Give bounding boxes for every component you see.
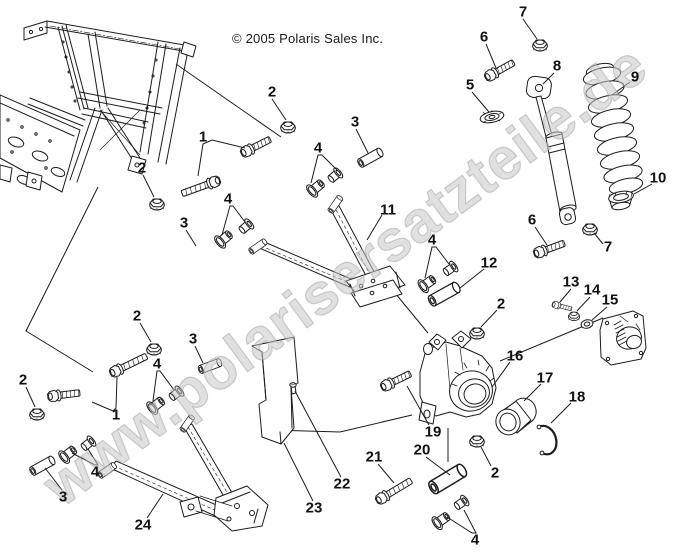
callout-2: 2 (132, 307, 142, 325)
bolt-21 (373, 475, 415, 507)
bolt-1b (238, 133, 274, 160)
callout-2: 2 (18, 371, 28, 389)
callout-6: 6 (479, 28, 489, 46)
nut-2-bl2 (29, 408, 45, 421)
bushing-4d2 (451, 493, 471, 513)
upper-a-arm (247, 194, 406, 308)
callout-3: 3 (58, 488, 68, 506)
callout-2: 2 (496, 295, 506, 313)
callout-4: 4 (90, 463, 100, 481)
callout-leaders (25, 18, 653, 534)
snap-ring (536, 424, 558, 456)
copyright-notice: © 2005 Polaris Sales Inc. (232, 31, 384, 46)
callout-15: 15 (601, 291, 619, 309)
nut-14 (567, 311, 581, 322)
callout-5: 5 (465, 76, 475, 94)
spacer-20 (426, 461, 470, 496)
callout-7: 7 (518, 3, 528, 21)
shock-absorber (525, 75, 577, 226)
callout-14: 14 (583, 281, 601, 299)
bushing-4c1 (415, 271, 440, 295)
spring-seat-5 (479, 109, 505, 124)
hub-plate (599, 310, 647, 366)
callout-4: 4 (152, 355, 162, 373)
nut-7a (532, 39, 548, 52)
callout-1: 1 (198, 128, 208, 146)
callout-4: 4 (313, 139, 323, 157)
bushing-4b2 (236, 216, 256, 237)
nut-2-top (280, 121, 296, 134)
guard-screw (289, 382, 297, 395)
hardware (27, 39, 598, 532)
callout-4: 4 (470, 531, 480, 549)
callout-3: 3 (350, 113, 360, 131)
callout-11: 11 (380, 201, 396, 219)
nut-2-lower (469, 435, 485, 448)
bushing-4d1 (429, 508, 454, 532)
callout-18: 18 (568, 388, 586, 406)
callout-13: 13 (562, 273, 580, 291)
callout-2: 2 (137, 159, 147, 177)
guard-plate (251, 336, 299, 445)
callout-22: 22 (333, 475, 351, 493)
nut-2-bl1 (146, 343, 162, 356)
callout-23: 23 (305, 499, 323, 517)
callout-17: 17 (536, 369, 554, 387)
bolt-1a (179, 174, 223, 200)
bolt-19 (378, 368, 414, 394)
callout-4: 4 (427, 231, 437, 249)
bushing-4c2 (440, 259, 460, 279)
bolt-6a (482, 56, 517, 84)
spacer-3a (355, 146, 385, 169)
callout-2: 2 (490, 464, 500, 482)
bolt-6b (531, 237, 567, 260)
washer-15 (579, 318, 595, 330)
callout-8: 8 (552, 57, 562, 75)
callout-9: 9 (630, 68, 640, 86)
callout-2: 2 (267, 83, 277, 101)
callout-12: 12 (480, 254, 498, 272)
nut-2-mid (469, 327, 485, 340)
callout-24: 24 (134, 516, 152, 534)
callout-21: 21 (365, 448, 383, 466)
callout-7: 7 (603, 238, 613, 256)
bolt-13 (551, 300, 573, 313)
callout-20: 20 (413, 441, 431, 459)
bolt-1c (107, 350, 150, 380)
lower-a-arm (96, 413, 269, 532)
callout-3: 3 (188, 330, 198, 348)
frame-sketch (0, 20, 197, 193)
bushing-4b1 (212, 227, 236, 251)
bushing-4a2 (325, 165, 345, 186)
bearing-carrier (418, 330, 497, 425)
callout-16: 16 (506, 347, 524, 365)
callout-1: 1 (111, 406, 121, 424)
callout-19: 19 (424, 423, 442, 441)
seal (495, 397, 537, 436)
nut-2-left (149, 198, 165, 211)
callout-6: 6 (527, 211, 537, 229)
bushing-4a1 (304, 176, 328, 200)
coil-spring (582, 62, 644, 195)
spring-retainer (608, 190, 634, 211)
nut-7b (582, 223, 598, 236)
bolt-1d (46, 386, 81, 403)
callout-10: 10 (649, 169, 667, 187)
callout-4: 4 (223, 190, 233, 208)
callout-3: 3 (179, 214, 189, 232)
